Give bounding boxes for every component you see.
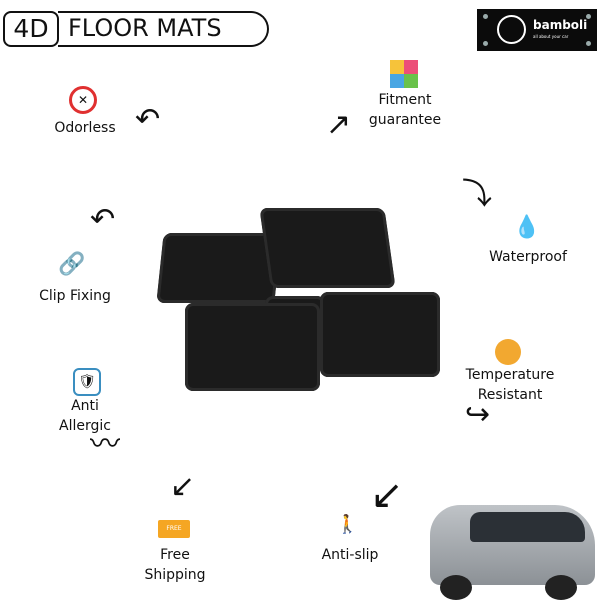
thermometer-icon xyxy=(495,339,521,365)
feature-odorless: Odorless xyxy=(54,120,116,136)
squiggle-icon: 〰 xyxy=(90,427,120,462)
truck-text: FREE xyxy=(166,525,182,532)
feature-clip-fixing: Clip Fixing xyxy=(39,288,111,304)
logo-name: bamboli xyxy=(533,18,588,32)
curved-arrow-icon: ↪ xyxy=(465,397,491,432)
feature-fitment: Fitment guarantee xyxy=(355,90,455,130)
badge-4d: 4D xyxy=(3,11,59,47)
feature-fitment-label: Fitment guarantee xyxy=(368,92,442,128)
squiggle-arrow-icon: ↗ xyxy=(326,107,352,142)
feature-temperature-label: Temperature Resistant xyxy=(465,367,555,403)
delivery-truck-icon: FREE xyxy=(158,520,190,538)
curved-arrow-icon: ⤵ xyxy=(462,177,492,212)
feature-anti-slip: Anti-slip xyxy=(321,547,379,563)
hands-shield-icon: 🛡 xyxy=(73,368,101,396)
feature-anti-allergic-label: Anti Allergic xyxy=(59,398,111,434)
curved-arrow-icon: ↙ xyxy=(170,469,196,504)
logo-tagline: all about your car xyxy=(533,34,569,39)
feature-free-shipping-label: Free Shipping xyxy=(144,547,206,583)
slipping-person-icon: 🚶 xyxy=(336,514,359,535)
water-drop-icon: 💧 xyxy=(513,215,541,240)
steering-wheel-icon xyxy=(497,15,526,44)
feature-free-shipping: Free Shipping xyxy=(135,545,215,585)
puzzle-icon xyxy=(390,60,418,88)
feature-temperature: Temperature Resistant xyxy=(450,365,570,405)
brand-logo: bamboli all about your car xyxy=(477,9,597,51)
chain-link-icon: 🔗 xyxy=(58,252,86,277)
curved-arrow-icon: ↶ xyxy=(90,202,116,237)
feature-waterproof: Waterproof xyxy=(489,249,567,265)
no-odor-icon: ✕ xyxy=(69,86,97,114)
curved-arrow-icon: ↙ xyxy=(370,472,404,518)
feature-anti-allergic: Anti Allergic xyxy=(50,396,120,436)
page-title: FLOOR MATS xyxy=(58,11,269,47)
curved-arrow-icon: ↶ xyxy=(135,102,161,137)
